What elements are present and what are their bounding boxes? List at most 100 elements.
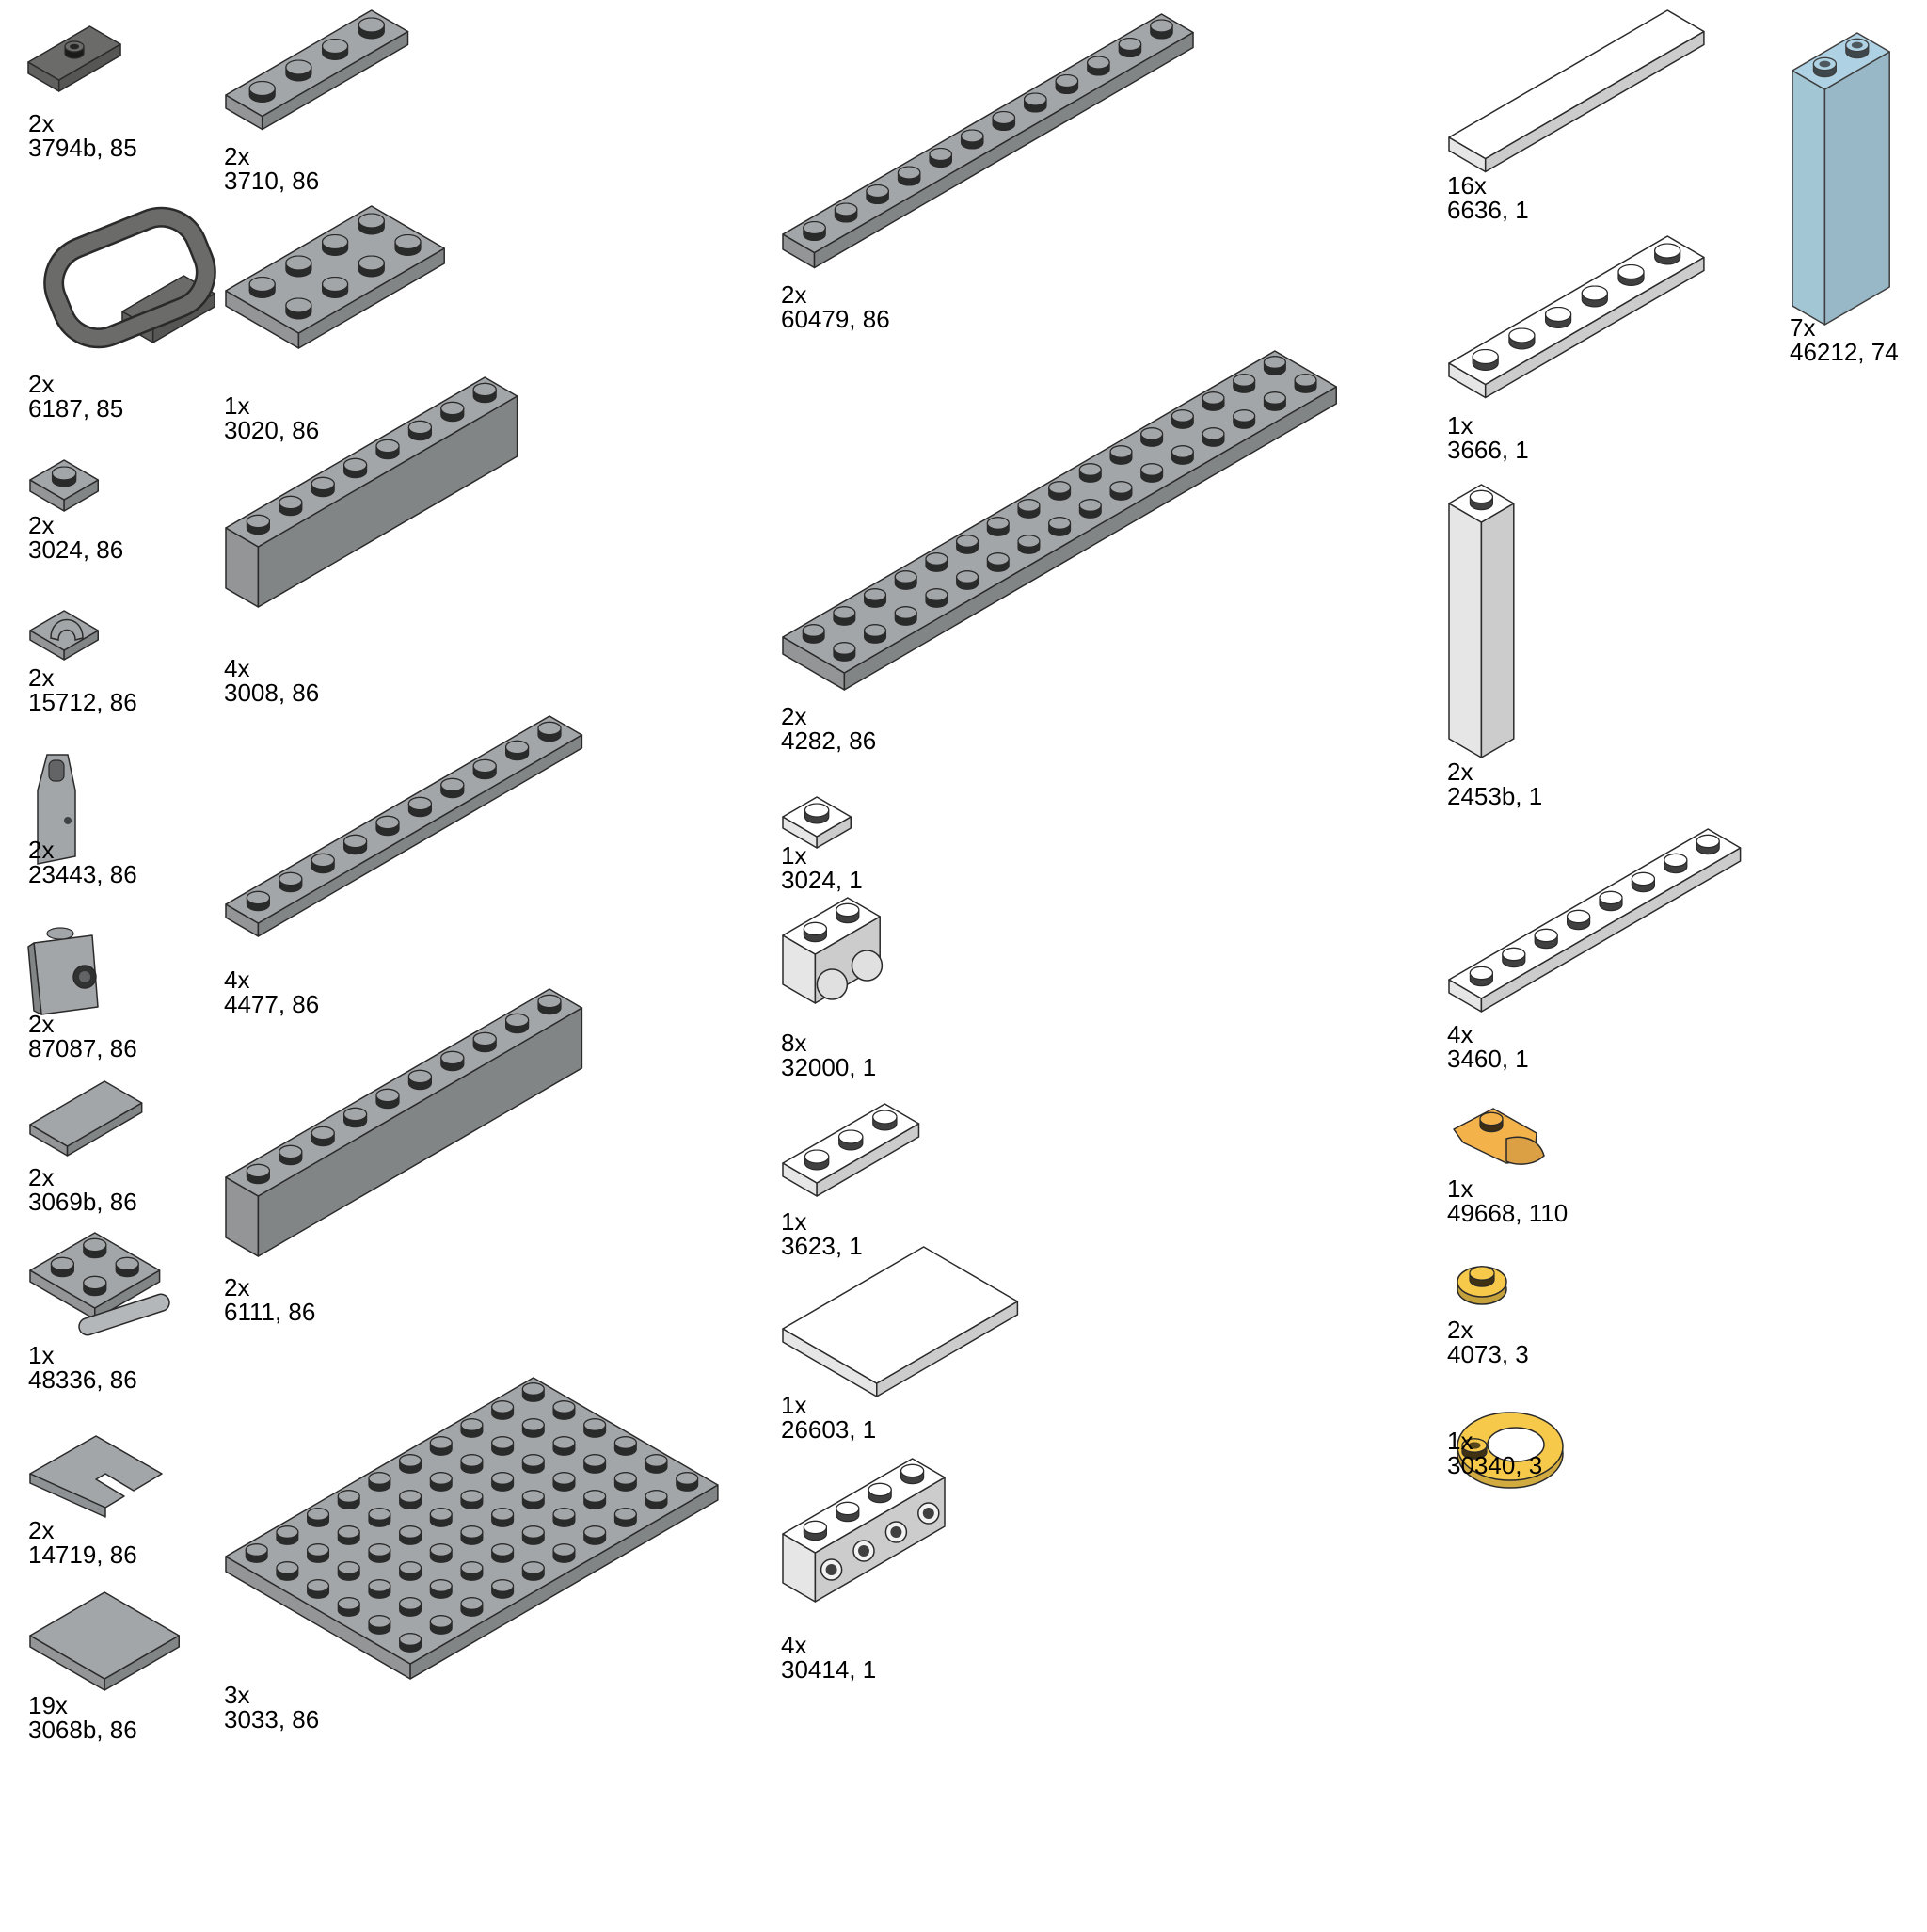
part-plate-1x1-illustration — [29, 459, 99, 512]
part-ref: 4477, 86 — [224, 990, 320, 1018]
part-plate-1x10-illustration — [225, 715, 583, 937]
part-quantity: 1x — [781, 1207, 807, 1236]
part-quantity: 2x — [28, 836, 55, 864]
part-ref: 4073, 3 — [1447, 1340, 1529, 1368]
part-quantity: 16x — [1447, 171, 1487, 200]
part-ref: 3024, 1 — [781, 866, 863, 894]
part-quantity: 2x — [28, 1516, 55, 1544]
part-ref: 3008, 86 — [224, 679, 320, 707]
part-technic-brick-illustration — [782, 897, 884, 1004]
part-ref: 6111, 86 — [224, 1298, 316, 1326]
part-ref: 14719, 86 — [28, 1541, 137, 1569]
part-ref: 32000, 1 — [781, 1053, 877, 1081]
part-tile-1x2-illustration — [29, 1080, 143, 1157]
part-brick-1x8-illustration — [225, 376, 518, 608]
part-tooth-plate-illustration — [1453, 1108, 1545, 1165]
part-ref: 46212, 74 — [1790, 338, 1899, 366]
part-ref: 3666, 1 — [1447, 436, 1529, 464]
part-plate-2x4-illustration — [225, 205, 445, 349]
part-quantity: 2x — [28, 1010, 55, 1038]
part-quantity: 2x — [781, 702, 807, 730]
part-ref: 23443, 86 — [28, 860, 137, 888]
part-side-stud-brick-illustration — [27, 927, 99, 1015]
part-lifering-illustration — [1457, 1412, 1564, 1489]
part-tile-2x3-illustration — [782, 1246, 1019, 1397]
part-ref: 48336, 86 — [28, 1365, 137, 1394]
part-quantity: 1x — [781, 841, 807, 870]
part-corner-tile-illustration — [29, 1435, 163, 1518]
part-quantity: 8x — [781, 1029, 807, 1057]
part-ref: 3024, 86 — [28, 535, 124, 564]
part-ref: 6636, 1 — [1447, 196, 1529, 224]
part-quantity: 2x — [1447, 758, 1473, 786]
part-ref: 30340, 3 — [1447, 1451, 1543, 1479]
part-quantity: 4x — [224, 654, 250, 682]
part-quantity: 2x — [1447, 1316, 1473, 1344]
part-ref: 3794b, 85 — [28, 134, 137, 162]
part-plate-1x8-illustration — [1448, 828, 1742, 1013]
part-plate-1x4-illustration — [225, 9, 409, 131]
part-tall-brick-illustration — [1792, 32, 1890, 326]
part-quantity: 2x — [224, 142, 250, 170]
part-pillar-1x1x5-illustration — [1448, 484, 1515, 758]
part-quantity: 1x — [28, 1341, 55, 1369]
part-plate-1x3-illustration — [782, 1103, 920, 1197]
part-ref: 30414, 1 — [781, 1655, 877, 1684]
part-ref: 3460, 1 — [1447, 1045, 1529, 1073]
part-plate-1x12-illustration — [782, 13, 1194, 269]
part-quantity: 1x — [781, 1391, 807, 1419]
part-ref: 87087, 86 — [28, 1034, 137, 1062]
part-plate-1x1-illustration — [782, 796, 852, 849]
part-quantity: 2x — [28, 511, 55, 539]
part-quantity: 19x — [28, 1691, 68, 1719]
part-ref: 15712, 86 — [28, 688, 137, 716]
part-plate-1x6-illustration — [1448, 235, 1705, 399]
part-quantity: 4x — [1447, 1020, 1473, 1048]
part-quantity: 2x — [781, 280, 807, 309]
part-handle-plate-illustration — [29, 1232, 170, 1336]
part-quantity: 4x — [224, 966, 250, 994]
part-quantity: 1x — [1447, 1174, 1473, 1203]
part-quantity: 2x — [28, 663, 55, 692]
part-clip-tile-illustration — [29, 610, 99, 661]
part-ref: 2453b, 1 — [1447, 782, 1543, 810]
part-ref: 4282, 86 — [781, 726, 877, 755]
part-quantity: 4x — [781, 1631, 807, 1659]
part-ref: 49668, 110 — [1447, 1199, 1569, 1227]
part-ref: 60479, 86 — [781, 305, 890, 333]
part-ref: 3623, 1 — [781, 1232, 863, 1260]
part-quantity: 1x — [1447, 1427, 1473, 1455]
part-plate-2x16-illustration — [782, 350, 1337, 691]
part-quantity: 7x — [1790, 313, 1816, 342]
part-handle-frame-illustration — [43, 206, 216, 349]
part-jumper-plate-illustration — [27, 25, 121, 92]
part-quantity: 2x — [224, 1273, 250, 1301]
part-ref: 26603, 1 — [781, 1415, 877, 1444]
part-ref: 3069b, 86 — [28, 1188, 137, 1216]
